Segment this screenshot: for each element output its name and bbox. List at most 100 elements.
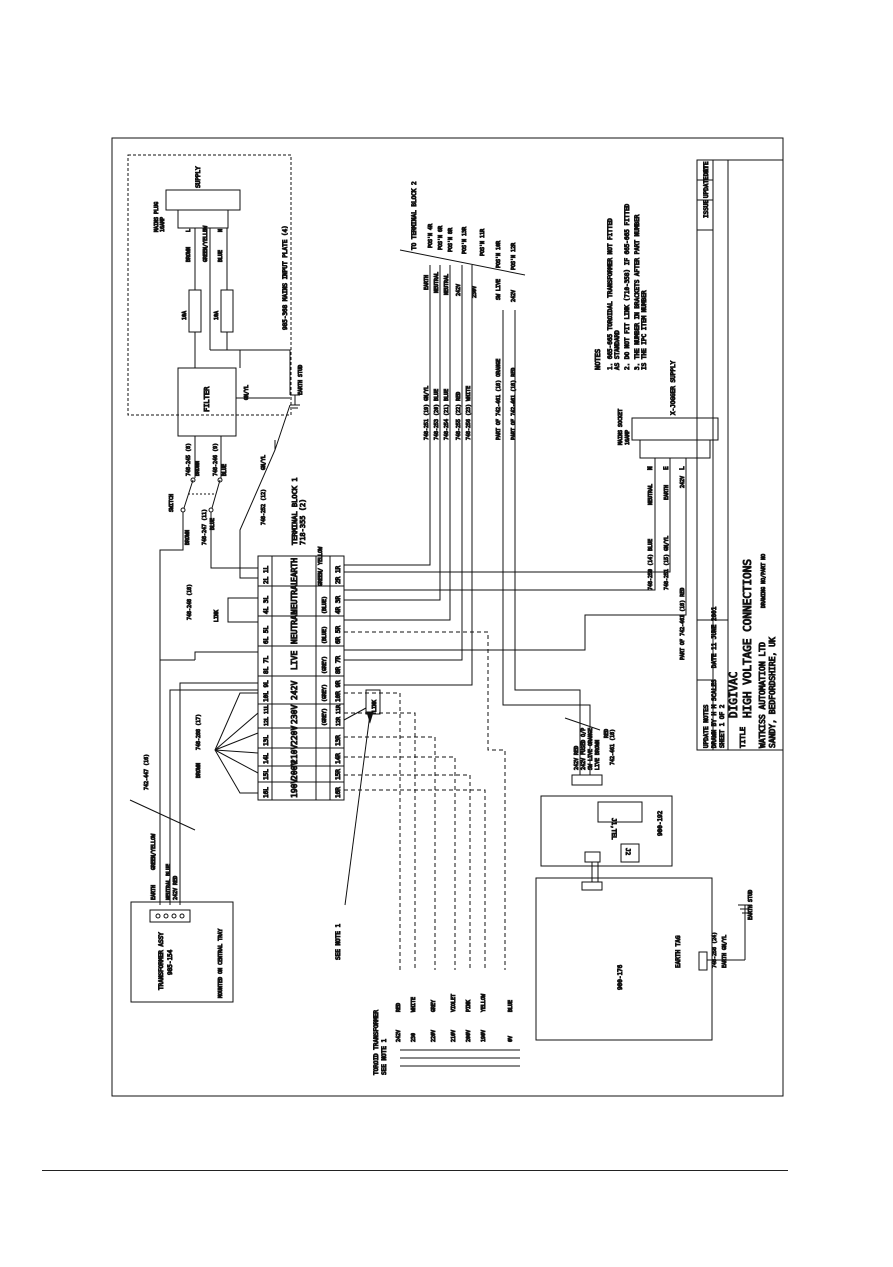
- tap-5-voltage: 190V: [481, 1030, 487, 1042]
- wire-brown-label: BROWN: [186, 247, 192, 262]
- tap-2-voltage: 220V: [431, 1030, 437, 1042]
- tx-mounted-label: MOUNTED ON CENTRAL TRAY: [218, 929, 224, 998]
- tb1-row-1-left: 4L 3L: [263, 596, 270, 614]
- filter: [177, 367, 237, 437]
- tb1-row-2-tag: (BLUE): [322, 626, 328, 644]
- note-1: 1. 665-665 TOROIDAL TRANSFORMER NOT FITT…: [607, 218, 614, 370]
- xj-pin-n: N: [647, 466, 654, 470]
- switch-out-blue: BLUE: [210, 518, 216, 530]
- tb1-row-7-name: 210V: [290, 745, 299, 764]
- earth-tag-label: EARTH TAG: [675, 935, 682, 968]
- tb1-row-4-name: 242V: [290, 681, 299, 700]
- tb1-row-3-tag: (GREY): [322, 656, 328, 674]
- toroid-wiring: [344, 631, 506, 970]
- tb2-row-2-func: NEUTRAL: [444, 274, 450, 295]
- product-name: DIGIVAC: [727, 672, 740, 718]
- xj-earth: EARTH: [664, 485, 670, 500]
- xj-pin-l: L: [679, 466, 686, 470]
- tb1-row-2-name: NEUTRAL: [290, 610, 299, 644]
- x-jogger-socket: MAINS SOCKET 16AMP X-JOGGER SUPPLY N E L…: [344, 360, 719, 661]
- link-label-left: LINK: [214, 610, 220, 622]
- tb1-row-8-name: 200V: [290, 761, 299, 780]
- tb1-row-1-tag: (BLUE): [322, 596, 328, 614]
- tb1-row-8-left: 15L: [263, 769, 270, 780]
- drawing-no-label: DRAWING NO/PART NO: [761, 554, 767, 608]
- xj-neutral: NEUTRAL: [648, 484, 654, 505]
- tb1-row-3-right: 8R 7R: [335, 656, 342, 674]
- tb2-row-4-wire: 748-256 (23) WHITE: [466, 386, 472, 440]
- toroid-note: SEE NOTE 1: [381, 1038, 388, 1075]
- tb2-row-1-pos: POS'N 6R: [438, 225, 444, 250]
- tb1-row-5-tag: (GREY): [322, 708, 328, 726]
- tap-3-voltage: 210V: [451, 1030, 457, 1042]
- switch-label: SWITCH: [169, 494, 175, 512]
- tb1-row-0-right: 2R 1R: [335, 566, 342, 584]
- tb2-row-5-func: SW LIVE: [496, 279, 502, 300]
- drawn-by: DRAWN BY H M SCALES: [711, 679, 718, 748]
- tb2-row-4-pos: POS'N 11R: [480, 228, 486, 256]
- tap-1-voltage: 230: [411, 1033, 417, 1042]
- mains-socket-label: MAINS SOCKET: [618, 409, 624, 445]
- xj-242v: 242V: [680, 476, 686, 488]
- switch-out-brown: BROWN: [185, 530, 191, 545]
- board-192-wire: 742-461 (18): [610, 729, 616, 765]
- tb1-row-0-tag: GREEN/ YELLOW: [318, 546, 324, 586]
- tap-4-color: PINK: [466, 1000, 472, 1012]
- tb1-see-note: SEE NOTE 1: [335, 923, 342, 960]
- toroid-label: TOROID TRANSFORMER: [373, 1010, 380, 1075]
- tx-part: 985-154: [167, 949, 174, 975]
- mains-plug-label: MAINS PLUG: [154, 202, 160, 232]
- board-192-pin-3: LIVE BROWN: [595, 740, 601, 770]
- tb2-row-6-func: 242V: [511, 290, 517, 302]
- board-192-red: RED: [604, 729, 610, 738]
- mains-socket-rating: 16AMP: [625, 430, 631, 445]
- tb1-row-2-right: 6R 5R: [335, 626, 342, 644]
- tap-6-color: BLUE: [508, 1000, 514, 1012]
- tb1-row-7-right: 14R: [335, 753, 342, 764]
- link-tag: [365, 689, 381, 715]
- note-2: 2. DO NOT FIT LINK (710-358) IF 665-665 …: [624, 203, 631, 370]
- board-192-pin-0: 242V RED: [574, 746, 580, 770]
- board-192-pin-2: SW LIVE ORANGE: [588, 728, 594, 770]
- tb1-row-1-name: NEUTRAL: [290, 580, 299, 614]
- wire-748-252: 748-252 (12): [261, 489, 267, 525]
- date-label: DATE: [703, 161, 710, 176]
- wire-gy-label: GREEN/YELLOW: [203, 225, 209, 262]
- board-192-pin-1: 242V FUSED O/P: [581, 728, 587, 770]
- tx-242v-red: 242V RED: [173, 876, 179, 900]
- tb1-row-3-left: 8L 7L: [263, 656, 270, 674]
- tb1-row-0-name: EARTH: [290, 558, 299, 582]
- board-176-earth-stud: EARTH STUD: [748, 890, 754, 920]
- tap-0-color: RED: [396, 1003, 402, 1012]
- note-1b: AS STANDARD: [614, 330, 621, 370]
- tb2-row-6-wire: PART OF 742-461 (18) RED: [511, 368, 517, 440]
- wire-288-brown: BROWN: [196, 763, 202, 778]
- wire-blue-label: BLUE: [218, 250, 224, 262]
- tx-neutral-blue: NEUTRAL BLUE: [166, 864, 172, 900]
- transformer-assy: EARTH GREEN/YELLOW NEUTRAL BLUE 242V RED…: [130, 832, 234, 1003]
- notes: NOTES 1. 665-665 TOROIDAL TRANSFORMER NO…: [594, 203, 649, 371]
- xj-pin-e: E: [663, 466, 670, 470]
- tb1-row-6-right: 13R: [335, 735, 342, 746]
- tap-1-color: WHITE: [411, 997, 417, 1012]
- tb2-row-1-func: NEUTRAL: [434, 272, 440, 293]
- footer-rule: [42, 1170, 788, 1171]
- tb1-row-6-name: 220V: [290, 726, 299, 745]
- tb1-row-5-name: 230V: [290, 705, 299, 724]
- tb1-row-7-left: 14L: [263, 753, 270, 764]
- tb1-row-9-name: 190V: [290, 779, 299, 798]
- mains-input-plate-label: 985-368 MAINS INPUT PLATE (4): [282, 225, 289, 330]
- pin-l: L: [186, 229, 192, 232]
- tb2-row-1-wire: 748-253 (20) BLUE: [434, 389, 440, 440]
- title-block: UPDATE NOTES ISSUE UPDATE BY DATE DRAWN …: [696, 159, 784, 751]
- j1-label: J1,TEL: [610, 818, 617, 840]
- tx-earth: EARTH: [151, 885, 157, 900]
- wire-748-246: 748-246 (9): [213, 443, 219, 476]
- wire-748-245: 748-245 (8): [186, 443, 192, 476]
- terminal-block-1-label: TERMINAL BLOCK 1: [291, 478, 299, 545]
- tb2-row-0-pos: POS'N 4R: [428, 223, 434, 248]
- wire-742-447: 742-447 (16): [144, 754, 150, 790]
- wire-742-461-red: PART OF 742-461 (18) RED: [680, 588, 686, 660]
